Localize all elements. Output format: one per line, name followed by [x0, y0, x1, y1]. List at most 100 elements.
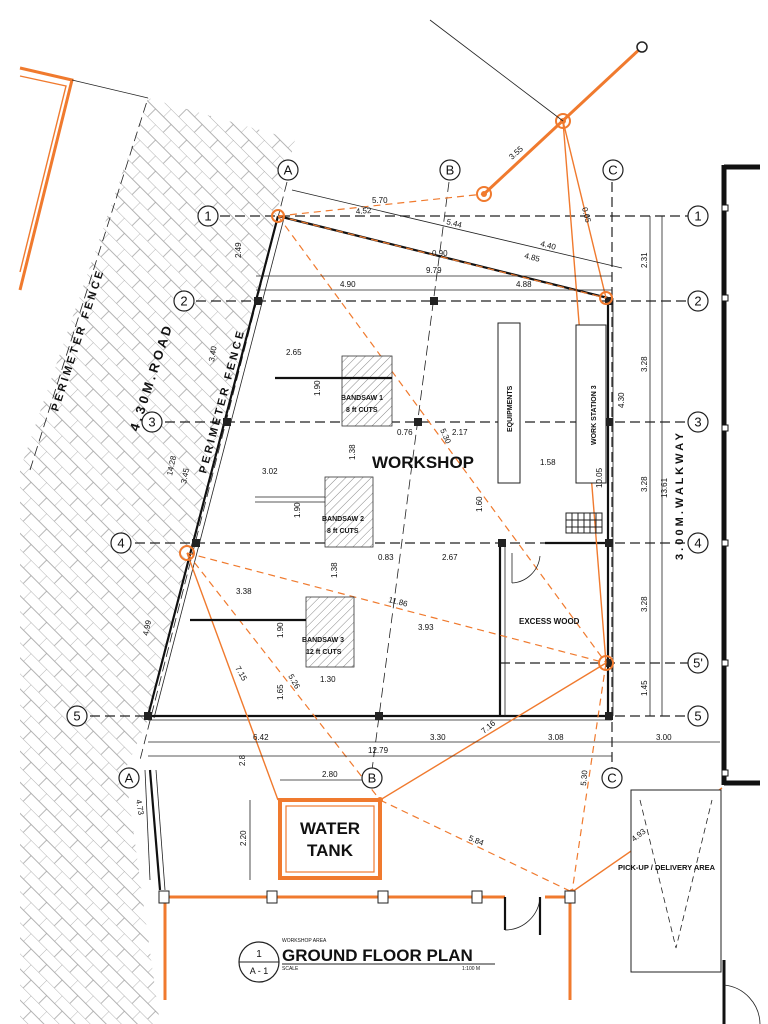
dim: 5.44: [446, 217, 464, 230]
svg-text:C: C: [607, 771, 616, 786]
grid-bubble-b-bottom: B: [361, 767, 383, 789]
dim: 1.90: [293, 502, 302, 518]
dim: 3.28: [640, 356, 649, 372]
dimension-lines: [144, 189, 720, 881]
walkway-label: 3 . 0 0 M . W A L K W A Y: [674, 432, 686, 560]
dim: 1.90: [313, 380, 322, 396]
grid-bubble-a-bottom: A: [118, 767, 140, 789]
dim: 9.79: [426, 266, 442, 275]
svg-text:5: 5: [73, 709, 80, 724]
dim: 5.30: [579, 769, 589, 786]
bandsaw2-label: BANDSAW 2: [322, 516, 364, 523]
bandsaw1-label: BANDSAW 1: [341, 395, 383, 402]
pickup-label: PICK-UP / DELIVERY AREA: [618, 863, 716, 872]
dim: 2.17: [452, 428, 468, 437]
dim: 1.90: [276, 622, 285, 638]
dim: 1.30: [320, 675, 336, 684]
dim: 3.30: [430, 733, 446, 742]
dim: 2.49: [234, 242, 243, 258]
dim: 5.30: [438, 427, 453, 445]
dim: 2.80: [322, 770, 338, 779]
equipments-box: [497, 322, 521, 484]
dim: 2.8: [238, 754, 247, 766]
workshop-label: WORKSHOP: [372, 453, 474, 472]
dim: 4.90: [340, 280, 356, 289]
bandsaw3-cuts: 12 ft CUTS: [306, 649, 342, 656]
dim: 1.45: [640, 680, 649, 696]
svg-text:2: 2: [694, 294, 701, 309]
title-number: 1: [256, 949, 262, 960]
grid-bubble-4-left: 4: [110, 532, 132, 554]
dim: 4.99: [141, 619, 153, 637]
title-sheet: A - 1: [250, 966, 269, 976]
perimeter-fence-outer-inner: [19, 75, 67, 273]
dim: 1.38: [330, 562, 339, 578]
work-station-box: [575, 324, 607, 484]
dim: 4.40: [540, 239, 558, 252]
grid-bubble-2-left: 2: [173, 290, 195, 312]
equipments-label: EQUIPMENTS: [507, 385, 514, 432]
dim: 0.05: [580, 206, 593, 224]
dim: 2.31: [640, 252, 649, 268]
water-tank-label-1: WATER: [300, 819, 360, 838]
bandsaw1-cuts: 8 ft CUTS: [346, 407, 378, 414]
dim: 4.52: [356, 206, 373, 216]
grid-bubble-c-bottom: C: [601, 767, 623, 789]
dim: 5.26: [286, 673, 302, 691]
bandsaw-2: [324, 476, 374, 548]
dim: 3.08: [548, 733, 564, 742]
dim: 0.76: [397, 428, 413, 437]
svg-text:3: 3: [694, 415, 701, 430]
svg-text:B: B: [446, 163, 455, 178]
dim: 0.83: [378, 553, 394, 562]
title-block: 1 A - 1 WORKSHOP AREA GROUND FLOOR PLAN …: [238, 938, 495, 983]
dim: 3.28: [640, 596, 649, 612]
dim: 12.79: [368, 746, 389, 755]
grid-bubble-2-right: 2: [687, 290, 709, 312]
dim: 3.02: [262, 467, 278, 476]
road-edge: [29, 97, 149, 471]
dim: 5.70: [372, 196, 388, 205]
bandsaw2-cuts: 8 ft CUTS: [327, 528, 359, 535]
grid-bubble-a: A: [277, 159, 299, 181]
svg-text:1: 1: [204, 209, 211, 224]
bandsaw-1: [341, 355, 393, 427]
pickup-area: [630, 789, 722, 973]
svg-text:A: A: [284, 163, 293, 178]
road-hatch: [20, 98, 295, 1024]
grid-bubble-5-right: 5: [687, 705, 709, 727]
svg-text:A: A: [125, 771, 134, 786]
dim: 1.65: [276, 684, 285, 700]
grid-bubble-3-right: 3: [687, 411, 709, 433]
dim: 13.61: [660, 477, 669, 498]
grid-bubble-c: C: [602, 159, 624, 181]
grid-line-b: [371, 181, 450, 771]
title-scale-label: SCALE: [282, 966, 299, 972]
dim: 2.67: [442, 553, 458, 562]
dim: 1.38: [348, 444, 357, 460]
dim: 4.30: [617, 392, 626, 408]
dim: 3.40: [207, 345, 219, 362]
grid-bubble-3-left: 3: [141, 411, 163, 433]
dim: 4.85: [524, 251, 542, 264]
water-tank-label-2: TANK: [307, 841, 354, 860]
dim: 7.16: [480, 718, 498, 735]
title-scale-value: 1:100 M: [462, 966, 480, 972]
grid-bubble-1-right: 1: [687, 205, 709, 227]
dim: 1.58: [540, 458, 556, 467]
svg-text:4: 4: [694, 536, 701, 551]
dim: 2.20: [239, 830, 248, 846]
bandsaw-3: [305, 596, 355, 668]
dim: 7.15: [233, 665, 249, 683]
svg-text:1: 1: [694, 209, 701, 224]
dim: 4.88: [516, 280, 532, 289]
lower-fence: [158, 890, 576, 1000]
dim: 0.90: [432, 249, 448, 258]
svg-text:5': 5': [693, 656, 703, 671]
grid-bubble-5-left: 5: [66, 705, 88, 727]
dim: 5.84: [467, 834, 485, 848]
svg-text:B: B: [368, 771, 377, 786]
perimeter-fence-outer: [18, 66, 74, 291]
water-tank: [278, 798, 382, 880]
